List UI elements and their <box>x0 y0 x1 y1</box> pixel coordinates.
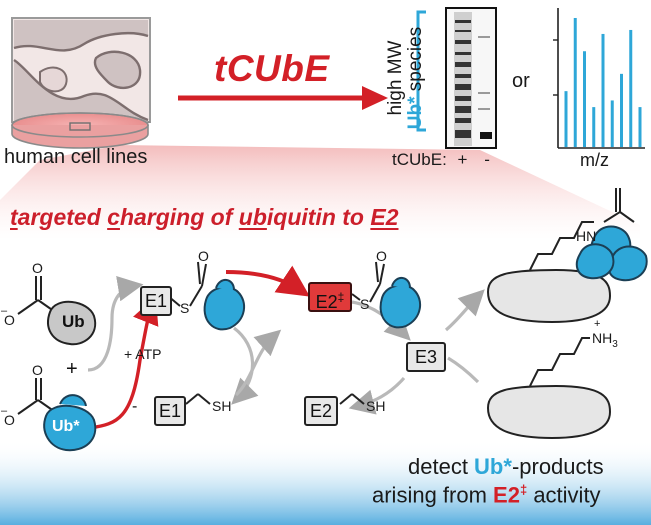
caption-e2: E2 <box>493 482 520 508</box>
spectrum-bars <box>564 17 642 148</box>
headline-c: c <box>107 204 120 230</box>
thiol-label: SH <box>366 398 386 414</box>
western-blot <box>445 7 497 149</box>
oxygen-label: O <box>198 248 209 264</box>
cell-micrograph <box>11 17 151 123</box>
thiol-label: SH <box>212 398 232 414</box>
polyubiquitin-chain <box>575 225 648 282</box>
amide-nh-label: HN <box>576 228 597 244</box>
cycle-arrows <box>87 276 485 415</box>
ammonium-nh: NH <box>592 330 613 346</box>
spectrum-bar <box>610 100 614 147</box>
e2-bottom-box: E2 <box>304 396 338 426</box>
blot-label-ubstar: Ub* <box>405 96 426 130</box>
spectrum-bar <box>592 107 596 147</box>
mz-axis-label: m/z <box>580 150 609 170</box>
culture-dish <box>11 112 149 149</box>
thiol-bonds <box>185 393 365 405</box>
caption-arising: arising from <box>372 482 494 508</box>
plus-sign: + <box>66 358 78 380</box>
blot-bracket <box>416 10 426 132</box>
tcube-label: tCUbE <box>214 48 330 89</box>
bottom-caption-line1: detect Ub*-products <box>408 454 604 480</box>
cell-lines-caption: human cell lines <box>4 146 148 168</box>
e1-bottom-box: E1 <box>154 396 186 426</box>
lane-minus: - <box>484 150 490 169</box>
blot-label-line1: high MW <box>385 40 406 116</box>
mass-spectrum-axes <box>553 8 645 149</box>
spectrum-bar <box>564 91 568 147</box>
spectrum-bar <box>583 51 586 147</box>
headline-c-rest: harging of <box>119 204 239 230</box>
atp-label: + ATP <box>124 346 162 362</box>
headline-ub: ub <box>238 204 267 230</box>
spectrum-bar <box>573 17 577 147</box>
blot-label-species: species <box>405 26 426 97</box>
spectrum-bar <box>601 33 605 148</box>
caption-ubstar: Ub* <box>474 454 512 479</box>
headline: targeted charging of ubiquitin to E2 <box>10 204 399 231</box>
oxygen-label: O <box>32 260 43 276</box>
e1-ub-blob <box>203 279 246 331</box>
e2-charged-label: E2 <box>315 292 338 312</box>
ammonium-label: NH3 <box>592 330 618 350</box>
free-substrate <box>486 337 612 440</box>
charge-minus-label: – <box>1 305 8 317</box>
e1-to-e2-arrow <box>225 265 310 297</box>
spectrum-bar <box>629 29 633 147</box>
e2-thioester-bonds <box>351 261 385 303</box>
ammonium-charge: + <box>594 318 601 330</box>
caption-activity: activity <box>527 482 601 508</box>
ubstar-label: Ub* <box>52 418 80 435</box>
ub-carboxylate <box>17 276 59 315</box>
charge-minus-label: – <box>1 405 8 417</box>
sulfur-label: S <box>180 300 190 316</box>
ubstar-to-e1-arrow <box>89 296 159 430</box>
ub-blob <box>47 300 97 346</box>
e3-box: E3 <box>406 342 446 372</box>
oxygen-label: O <box>4 412 15 428</box>
caption-detect: detect <box>408 454 475 479</box>
magnify-cone <box>0 145 640 240</box>
oxygen-label: O <box>4 312 15 328</box>
oxygen-label: O <box>376 248 387 264</box>
headline-ub-rest: iquitin to <box>266 204 371 230</box>
headline-t-rest: argeted <box>17 204 108 230</box>
bottom-gradient-band <box>0 440 651 525</box>
ammonium-subscript: 3 <box>612 338 618 350</box>
minus-sign: - <box>132 398 138 415</box>
e2-ub-blob <box>379 277 422 329</box>
headline-e2: E2 <box>370 204 399 230</box>
ubstar-blob <box>43 394 97 452</box>
headline-t: t <box>10 204 18 230</box>
sulfur-label: S <box>360 296 370 312</box>
caption-products: -products <box>511 454 604 479</box>
lane-label: tCUbE: <box>392 150 447 169</box>
blot-axis-label: high MW Ub* species <box>385 8 426 148</box>
ubiquitinated-substrate <box>486 188 635 324</box>
lane-labels: tCUbE: + - <box>392 150 490 170</box>
blot-label-line2: Ub* species <box>405 8 426 148</box>
or-label: or <box>512 70 530 92</box>
ub-label: Ub <box>62 312 85 331</box>
oxygen-label: O <box>32 362 43 378</box>
caption-dagger: ‡ <box>519 482 528 497</box>
e2-charged-dagger: ‡ <box>337 290 345 304</box>
e2-charged-box: E2‡ <box>308 282 352 312</box>
spectrum-bar <box>620 73 623 147</box>
bottom-caption-line2: arising from E2‡ activity <box>372 482 601 508</box>
spectrum-bar <box>638 107 642 147</box>
e1-top-box: E1 <box>140 286 172 316</box>
lane-plus: + <box>457 150 468 169</box>
